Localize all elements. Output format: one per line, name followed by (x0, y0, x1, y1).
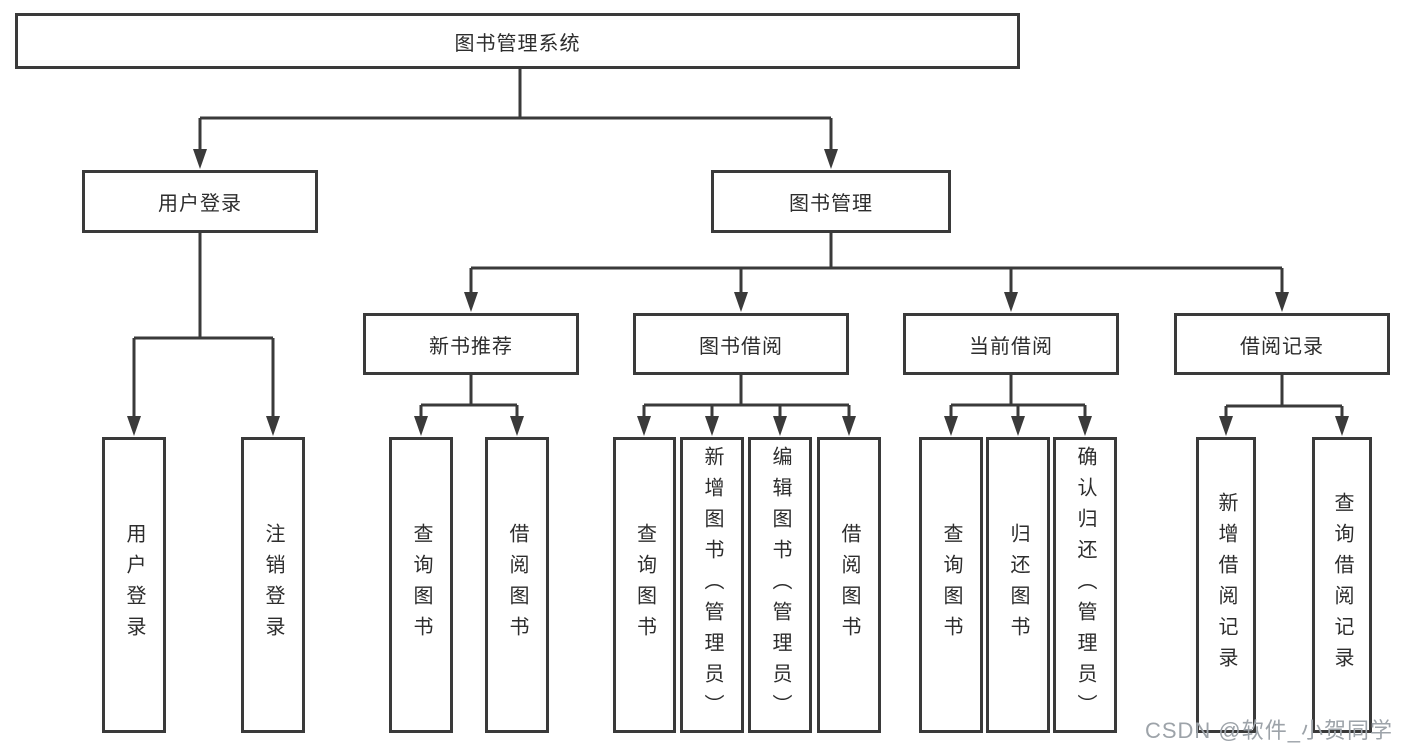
node-book-borrow-label: 图书借阅 (699, 335, 783, 358)
leaf-query-book-1-label: 查询图书 (410, 523, 432, 647)
arrowheads (127, 149, 1349, 436)
leaf-user-login: 用户登录 (102, 437, 166, 733)
leaf-add-borrow-record: 新增借阅记录 (1196, 437, 1256, 733)
node-new-book-recommend-label: 新书推荐 (429, 335, 513, 358)
leaf-query-book-2: 查询图书 (613, 437, 676, 733)
leaf-query-book-2-label: 查询图书 (633, 523, 656, 647)
leaf-borrow-book-1: 借阅图书 (485, 437, 549, 733)
node-current-borrow: 当前借阅 (903, 313, 1119, 375)
leaf-return-book-label: 归还图书 (1007, 523, 1029, 647)
connector-borrow-records (1224, 375, 1344, 417)
watermark-text: CSDN @软件_小贺同学 (1144, 718, 1393, 743)
leaf-query-book-1: 查询图书 (389, 437, 453, 733)
leaf-query-borrow-record-label: 查询借阅记录 (1331, 492, 1353, 678)
leaf-edit-book-admin-label: 编辑图书（管理员） (769, 445, 791, 725)
leaf-logout-label: 注销登录 (262, 523, 284, 647)
connector-book-management (469, 233, 1284, 293)
node-root: 图书管理系统 (15, 13, 1020, 69)
leaf-logout: 注销登录 (241, 437, 305, 733)
leaf-add-book-admin-label: 新增图书（管理员） (701, 445, 723, 725)
leaf-borrow-book-1-label: 借阅图书 (506, 523, 528, 647)
leaf-confirm-return-admin-label: 确认归还（管理员） (1074, 445, 1096, 725)
node-user-login-label: 用户登录 (158, 193, 242, 215)
leaf-borrow-book-2: 借阅图书 (817, 437, 881, 733)
node-book-management: 图书管理 (711, 170, 951, 233)
node-new-book-recommend: 新书推荐 (363, 313, 579, 375)
leaf-borrow-book-2-label: 借阅图书 (838, 523, 860, 647)
node-book-management-label: 图书管理 (789, 193, 873, 215)
node-user-login: 用户登录 (82, 170, 318, 233)
connector-book-borrow (642, 375, 851, 417)
leaf-add-book-admin: 新增图书（管理员） (680, 437, 744, 733)
node-current-borrow-label: 当前借阅 (969, 335, 1053, 358)
connector-user-login (132, 233, 275, 417)
node-root-label: 图书管理系统 (454, 32, 581, 55)
node-book-borrow: 图书借阅 (633, 313, 849, 375)
node-borrow-records-label: 借阅记录 (1240, 335, 1324, 358)
leaf-edit-book-admin: 编辑图书（管理员） (748, 437, 812, 733)
leaf-query-borrow-record: 查询借阅记录 (1312, 437, 1372, 733)
leaf-return-book: 归还图书 (986, 437, 1050, 733)
leaf-query-book-3-label: 查询图书 (940, 523, 962, 647)
leaf-add-borrow-record-label: 新增借阅记录 (1215, 492, 1237, 678)
leaf-user-login-label: 用户登录 (123, 523, 145, 647)
leaf-confirm-return-admin: 确认归还（管理员） (1053, 437, 1117, 733)
node-borrow-records: 借阅记录 (1174, 313, 1390, 375)
leaf-query-book-3: 查询图书 (919, 437, 983, 733)
connector-new-book-recommend (419, 375, 519, 417)
connector-current-borrow (949, 375, 1087, 417)
connector-root (198, 69, 833, 150)
